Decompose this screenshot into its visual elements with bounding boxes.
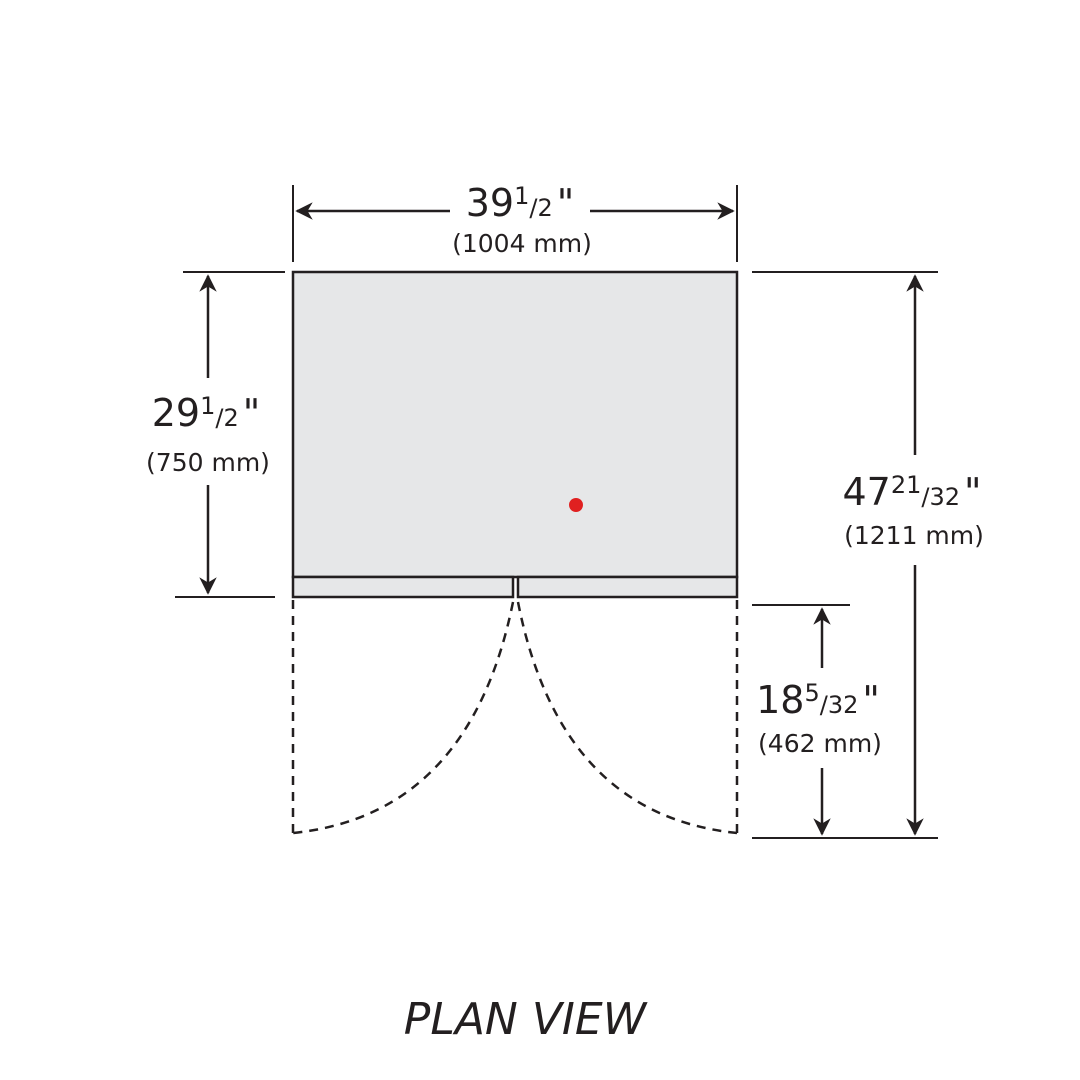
location-marker <box>569 498 583 512</box>
door-swing-dimension: 185/32" (462 mm) <box>752 604 882 836</box>
cabinet-body <box>291 270 739 579</box>
left-door-swing-arc <box>292 601 515 835</box>
depth-doors-open-dimension: 4721/32" (1211 mm) <box>752 271 984 839</box>
svg-text:4721/32": 4721/32" <box>842 470 981 514</box>
svg-text:391/2": 391/2" <box>466 181 574 225</box>
right-door <box>516 575 739 599</box>
right-door-swing-arc <box>516 601 738 835</box>
width-dimension: 391/2" (1004 mm) <box>292 181 738 262</box>
svg-text:(1211 mm): (1211 mm) <box>844 521 984 550</box>
svg-text:(1004 mm): (1004 mm) <box>452 229 592 258</box>
left-door <box>291 575 515 599</box>
svg-text:185/32": 185/32" <box>756 678 880 722</box>
svg-text:(750 mm): (750 mm) <box>146 448 270 477</box>
diagram-title: PLAN VIEW <box>404 994 648 1045</box>
svg-text:291/2": 291/2" <box>152 391 260 435</box>
svg-text:(462 mm): (462 mm) <box>758 729 882 758</box>
depth-dimension: 291/2" (750 mm) <box>146 271 285 598</box>
